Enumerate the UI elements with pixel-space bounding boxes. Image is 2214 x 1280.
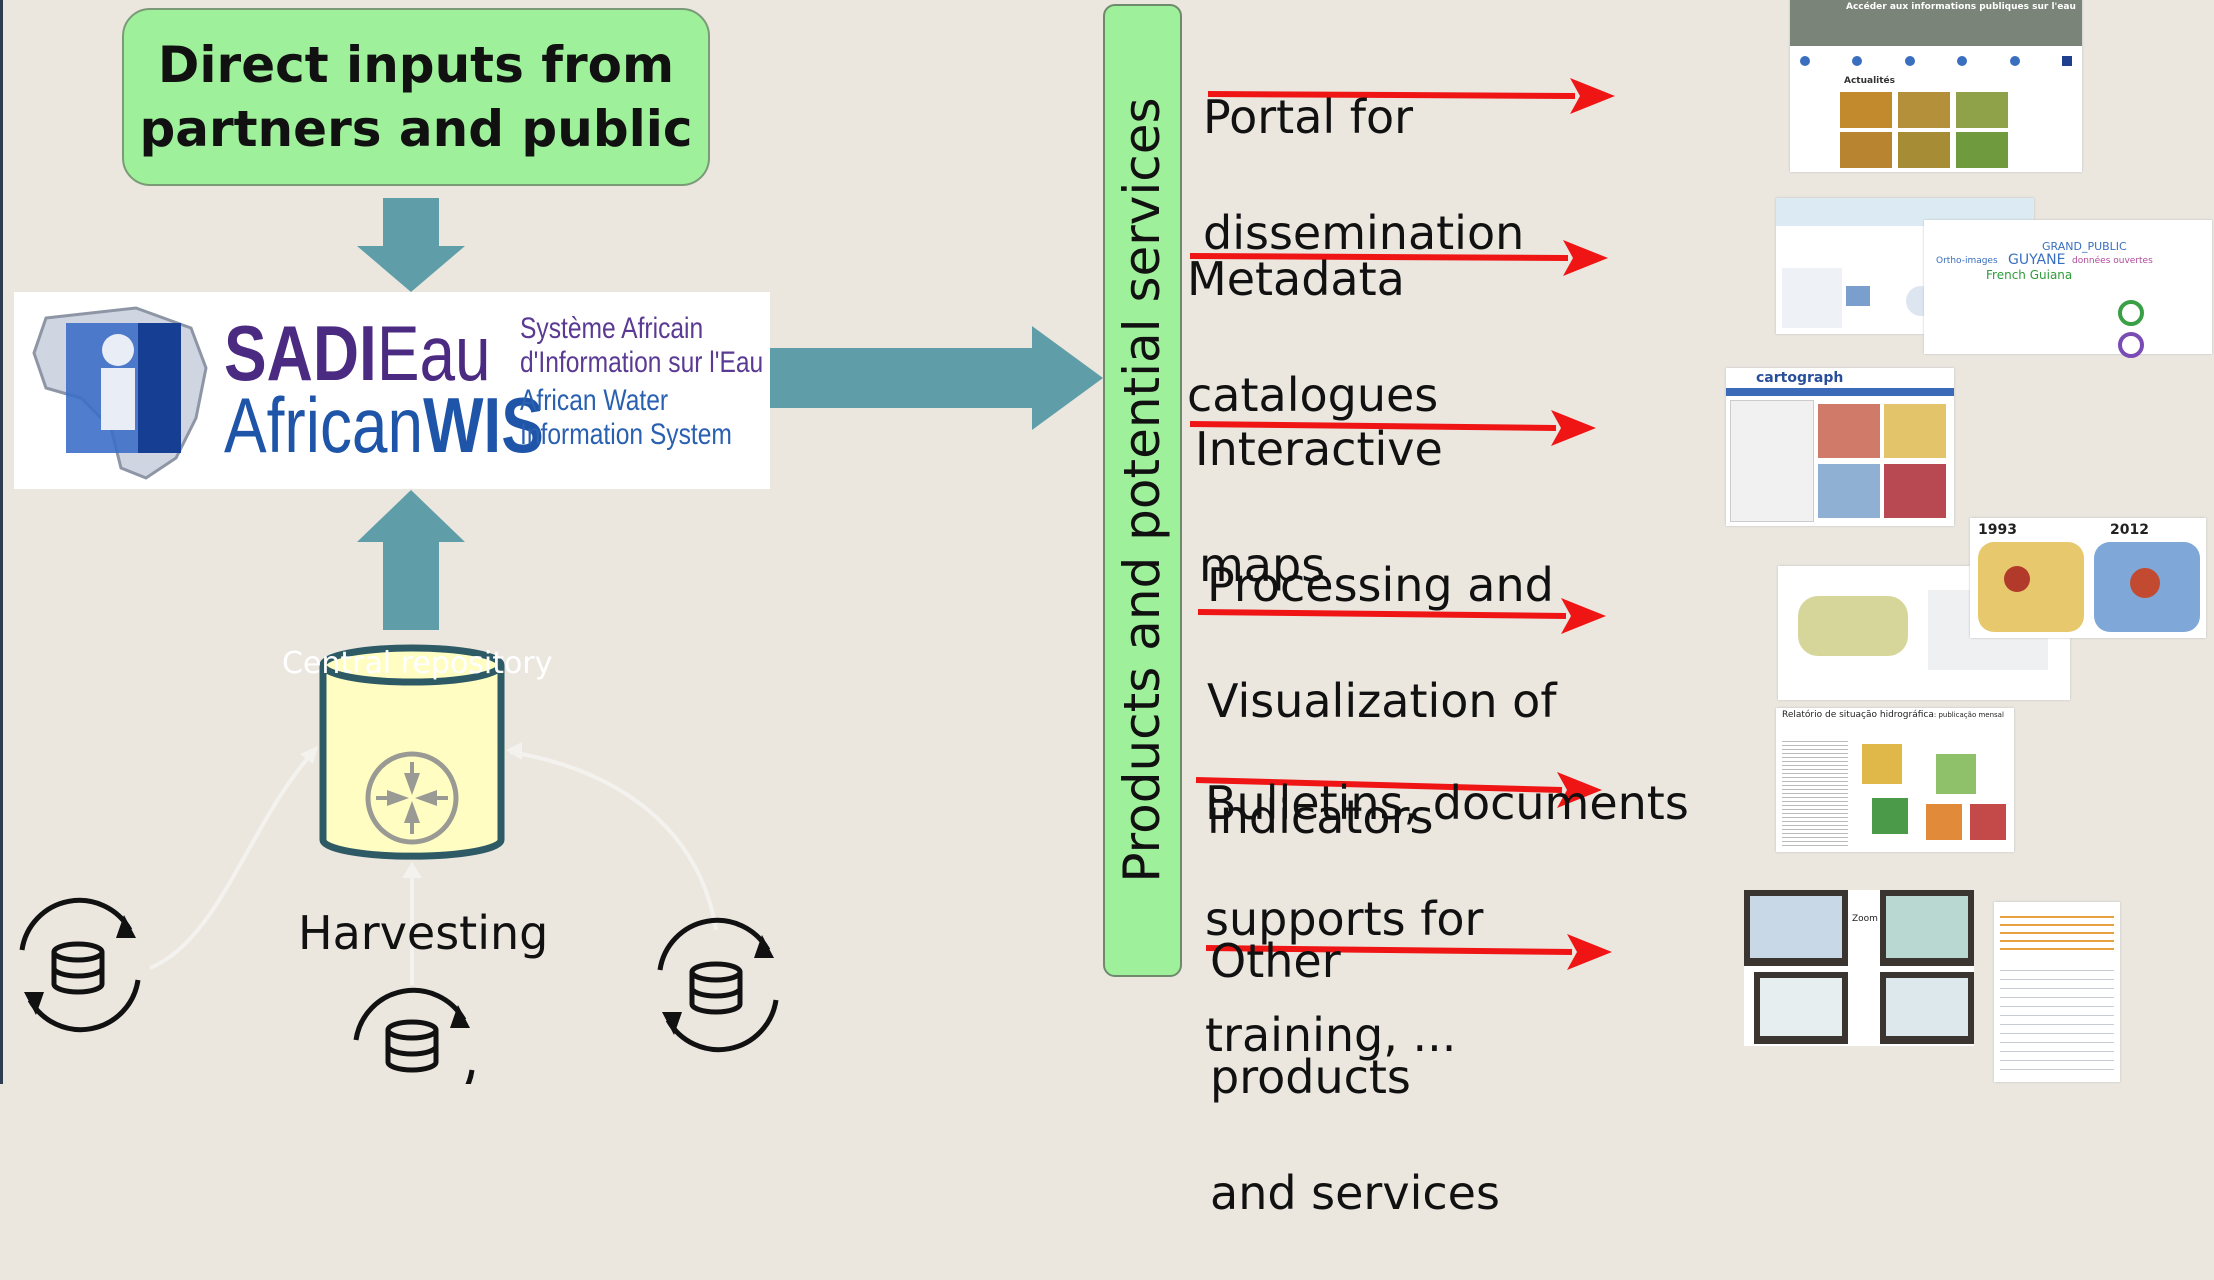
arrow-up-to-logo <box>357 490 465 630</box>
bulletin-title-main: Relatório de situação hidrográfica <box>1782 710 1934 720</box>
central-repository-cylinder <box>319 644 505 860</box>
left-edge-strip <box>0 0 3 1084</box>
service-bulletins-line1: Bulletins, documents <box>1205 776 1689 830</box>
harvesting-label: Harvesting <box>298 906 549 960</box>
logo-en-line2: Information System <box>520 418 732 451</box>
diagram-connectors <box>19 78 1615 1084</box>
central-repository-label: Central repository <box>282 646 553 681</box>
thumbnail-portal-header: Accéder aux informations publiques sur l… <box>1846 2 2076 12</box>
logo-wis-bold: WIS <box>423 381 544 469</box>
metadata-word-3: French Guiana <box>1986 268 2073 282</box>
service-indicators-line2: Visualization of <box>1207 674 1557 728</box>
indicator-year-right: 2012 <box>2110 522 2149 538</box>
service-portal-label: Portal for dissemination <box>1203 30 1524 320</box>
sadieau-logo: SADIEau AfricanWIS Système Africain d'In… <box>14 292 770 489</box>
service-bulletins-line2: supports for <box>1205 892 1484 946</box>
harvest-curve-left <box>149 748 317 970</box>
service-metadata-line1: Metadata <box>1187 252 1405 306</box>
products-services-label: Products and potential services <box>1113 97 1171 883</box>
service-portal-line2: dissemination <box>1203 206 1525 260</box>
products-services-bar <box>1103 4 1182 977</box>
service-other-line2: products <box>1210 1050 1411 1104</box>
database-sync-icon-center <box>353 987 475 1084</box>
service-indicators-line3: indicators <box>1207 790 1434 844</box>
metadata-word-4: Ortho-images <box>1936 256 1998 266</box>
thumbnail-cartograph-title: cartograph <box>1756 370 1844 386</box>
thumbnail-portal-news: Actualités <box>1844 76 1896 86</box>
harvest-curve-right-head <box>506 742 522 760</box>
service-portal-line1: Portal for <box>1203 90 1414 144</box>
service-other-line3: and services <box>1210 1166 1500 1220</box>
logo-wis-thin: African <box>224 381 424 469</box>
red-arrow-maps <box>1189 410 1596 446</box>
harvest-curve-left-head <box>300 746 318 764</box>
bulletin-title: Relatório de situação hidrográfica: publ… <box>1782 710 2004 720</box>
direct-inputs-line2: partners and public <box>139 100 693 158</box>
harvest-line-center-head <box>402 862 422 878</box>
service-bulletins-line3: training, ... <box>1205 1008 1457 1062</box>
logo-sadieau-text: SADIEau <box>224 312 491 394</box>
logo-french-caption: Système Africain d'Information sur l'Eau <box>520 312 763 380</box>
logo-fr-line2: d'Information sur l'Eau <box>520 346 764 379</box>
service-maps-line1: Interactive <box>1195 422 1443 476</box>
logo-en-line1: African Water <box>520 384 669 417</box>
thumbnail-indicators-base <box>1778 566 2070 700</box>
metadata-word-2: GUYANE <box>2008 252 2066 268</box>
metadata-word-5: données ouvertes <box>2072 256 2153 266</box>
logo-sadi-bold: SADI <box>224 309 377 397</box>
logo-sadi-rest: Eau <box>376 309 491 397</box>
thumbnail-indicators-maps: 1993 2012 <box>1970 518 2206 638</box>
direct-inputs-line1: Direct inputs from <box>157 36 675 94</box>
thumbnail-other-screens: Zoom <box>1744 890 1974 1046</box>
bulletin-title-sub: : publicação mensal <box>1933 711 2004 719</box>
database-sync-icon-right <box>657 917 779 1053</box>
thumbnail-portal: Accéder aux informations publiques sur l… <box>1790 0 2082 172</box>
harvest-curve-right <box>509 750 718 931</box>
red-arrow-portal <box>1207 78 1615 114</box>
service-indicators-line1: Processing and <box>1207 558 1554 612</box>
service-metadata-label: Metadata catalogues <box>1187 192 1438 482</box>
metadata-word-1: GRAND_PUBLIC <box>2042 240 2127 253</box>
service-maps-label: Interactive maps <box>1195 362 1443 652</box>
direct-inputs-box: Direct inputs from partners and public <box>122 8 710 186</box>
red-arrow-bulletins <box>1195 772 1602 808</box>
thumbnail-bulletin: Relatório de situação hidrográfica: publ… <box>1776 708 2014 852</box>
indicator-year-left: 1993 <box>1978 522 2017 538</box>
thumbnail-cartograph: cartograph <box>1726 368 1954 526</box>
service-other-line1: Other <box>1210 934 1341 988</box>
logo-english-caption: African Water Information System <box>520 384 732 452</box>
service-bulletins-label: Bulletins, documents supports for traini… <box>1205 716 1689 1122</box>
red-arrow-metadata <box>1189 240 1608 276</box>
thumbnail-zoom-label: Zoom <box>1852 914 1878 924</box>
service-indicators-label: Processing and Visualization of indicato… <box>1207 498 1557 904</box>
red-arrow-indicators <box>1197 598 1606 634</box>
logo-fr-line1: Système Africain <box>520 312 704 345</box>
logo-africanwis-text: AfricanWIS <box>224 384 544 466</box>
thumbnail-other-report <box>1994 902 2120 1082</box>
service-metadata-line2: catalogues <box>1187 368 1439 422</box>
red-arrow-other <box>1205 934 1612 970</box>
arrow-down-to-logo <box>357 198 465 292</box>
africa-info-icon <box>32 306 208 480</box>
service-other-label: Other products and services <box>1210 874 1500 1280</box>
service-maps-line2: maps <box>1199 538 1326 592</box>
database-sync-icon-left <box>19 897 141 1033</box>
arrow-right-to-products <box>770 326 1103 430</box>
thumbnail-metadata-wordcloud: GRAND_PUBLIC GUYANE French Guiana Ortho-… <box>1924 220 2212 358</box>
